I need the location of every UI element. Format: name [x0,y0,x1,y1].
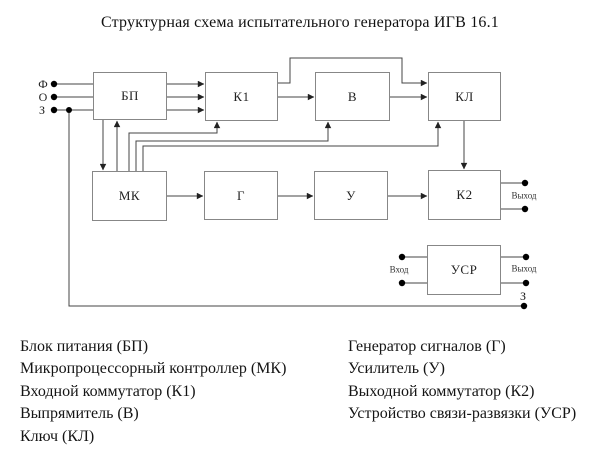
legend-right-column: Генератор сигналов (Г) Усилитель (У) Вых… [348,336,576,426]
block-label: БП [121,88,139,103]
block-key: КЛ [428,72,501,121]
wire-mk-to-k1 [128,121,221,171]
block-signal-generator: Г [204,171,278,220]
block-label: Г [236,187,245,203]
legend-item: Выпрямитель (В) [20,405,139,423]
block-label: К1 [233,88,250,104]
terminal-dot-usr-in-top [398,253,406,261]
block-output-commutator: К2 [428,170,501,220]
terminal-dot-k2-out-bottom [521,205,529,213]
legend-item: Генератор сигналов (Г) [348,338,506,355]
terminal-label-ground: З [38,103,46,117]
legend-left-column: Блок питания (БП) Микропроцессорный конт… [20,336,286,448]
block-power-supply: БП [93,72,167,120]
block-microprocessor-controller: МК [92,171,167,221]
block-label: КЛ [455,88,474,104]
terminal-dot-usr-out-bottom [522,279,530,287]
wire-ground-bus [68,110,524,307]
legend-item: Блок питания (БП) [20,338,149,355]
legend-item: Усилитель (У) [348,360,445,378]
block-label: У [346,187,356,203]
block-amplifier: У [314,171,388,220]
wire-mk-to-kl [142,121,442,171]
legend-item: Микропроцессорный контроллер (МК) [20,360,287,378]
terminal-dot-ground [50,106,58,114]
terminal-label-usr-input: Вход [389,264,409,275]
terminal-dot-neutral [50,93,58,101]
block-input-commutator: К1 [205,72,278,121]
diagram-title: Структурная схема испытательного генерат… [100,14,500,31]
block-label: К2 [456,187,473,202]
legend-item: Ключ (КЛ) [20,427,95,445]
terminal-label-ground-out: З [519,289,527,303]
wire-mk-to-v [135,121,332,171]
block-label: МК [118,188,141,203]
terminal-label-phase: Ф [38,77,48,91]
terminal-label-neutral: О [38,90,48,104]
legend-item: Устройство связи-развязки (УСР) [348,405,577,423]
legend-item: Входной коммутатор (К1) [20,382,196,400]
terminal-dot-phase [50,80,58,88]
block-rectifier: В [315,72,390,121]
legend-item: Выходной коммутатор (К2) [348,382,535,400]
junction-dot-ground [66,107,72,113]
terminal-dot-k2-out-top [521,179,529,187]
wire-k1-bypass-to-kl [278,57,428,87]
block-coupling-decoupling-device: УСР [427,245,501,295]
terminal-dot-ground-out [520,302,528,310]
terminal-dot-usr-out-top [522,253,530,261]
block-label: В [347,88,358,104]
terminal-label-usr-output: Выход [511,263,537,274]
terminal-label-k2-output: Выход [511,190,537,201]
block-label: УСР [450,262,478,277]
terminal-dot-usr-in-bottom [398,279,406,287]
